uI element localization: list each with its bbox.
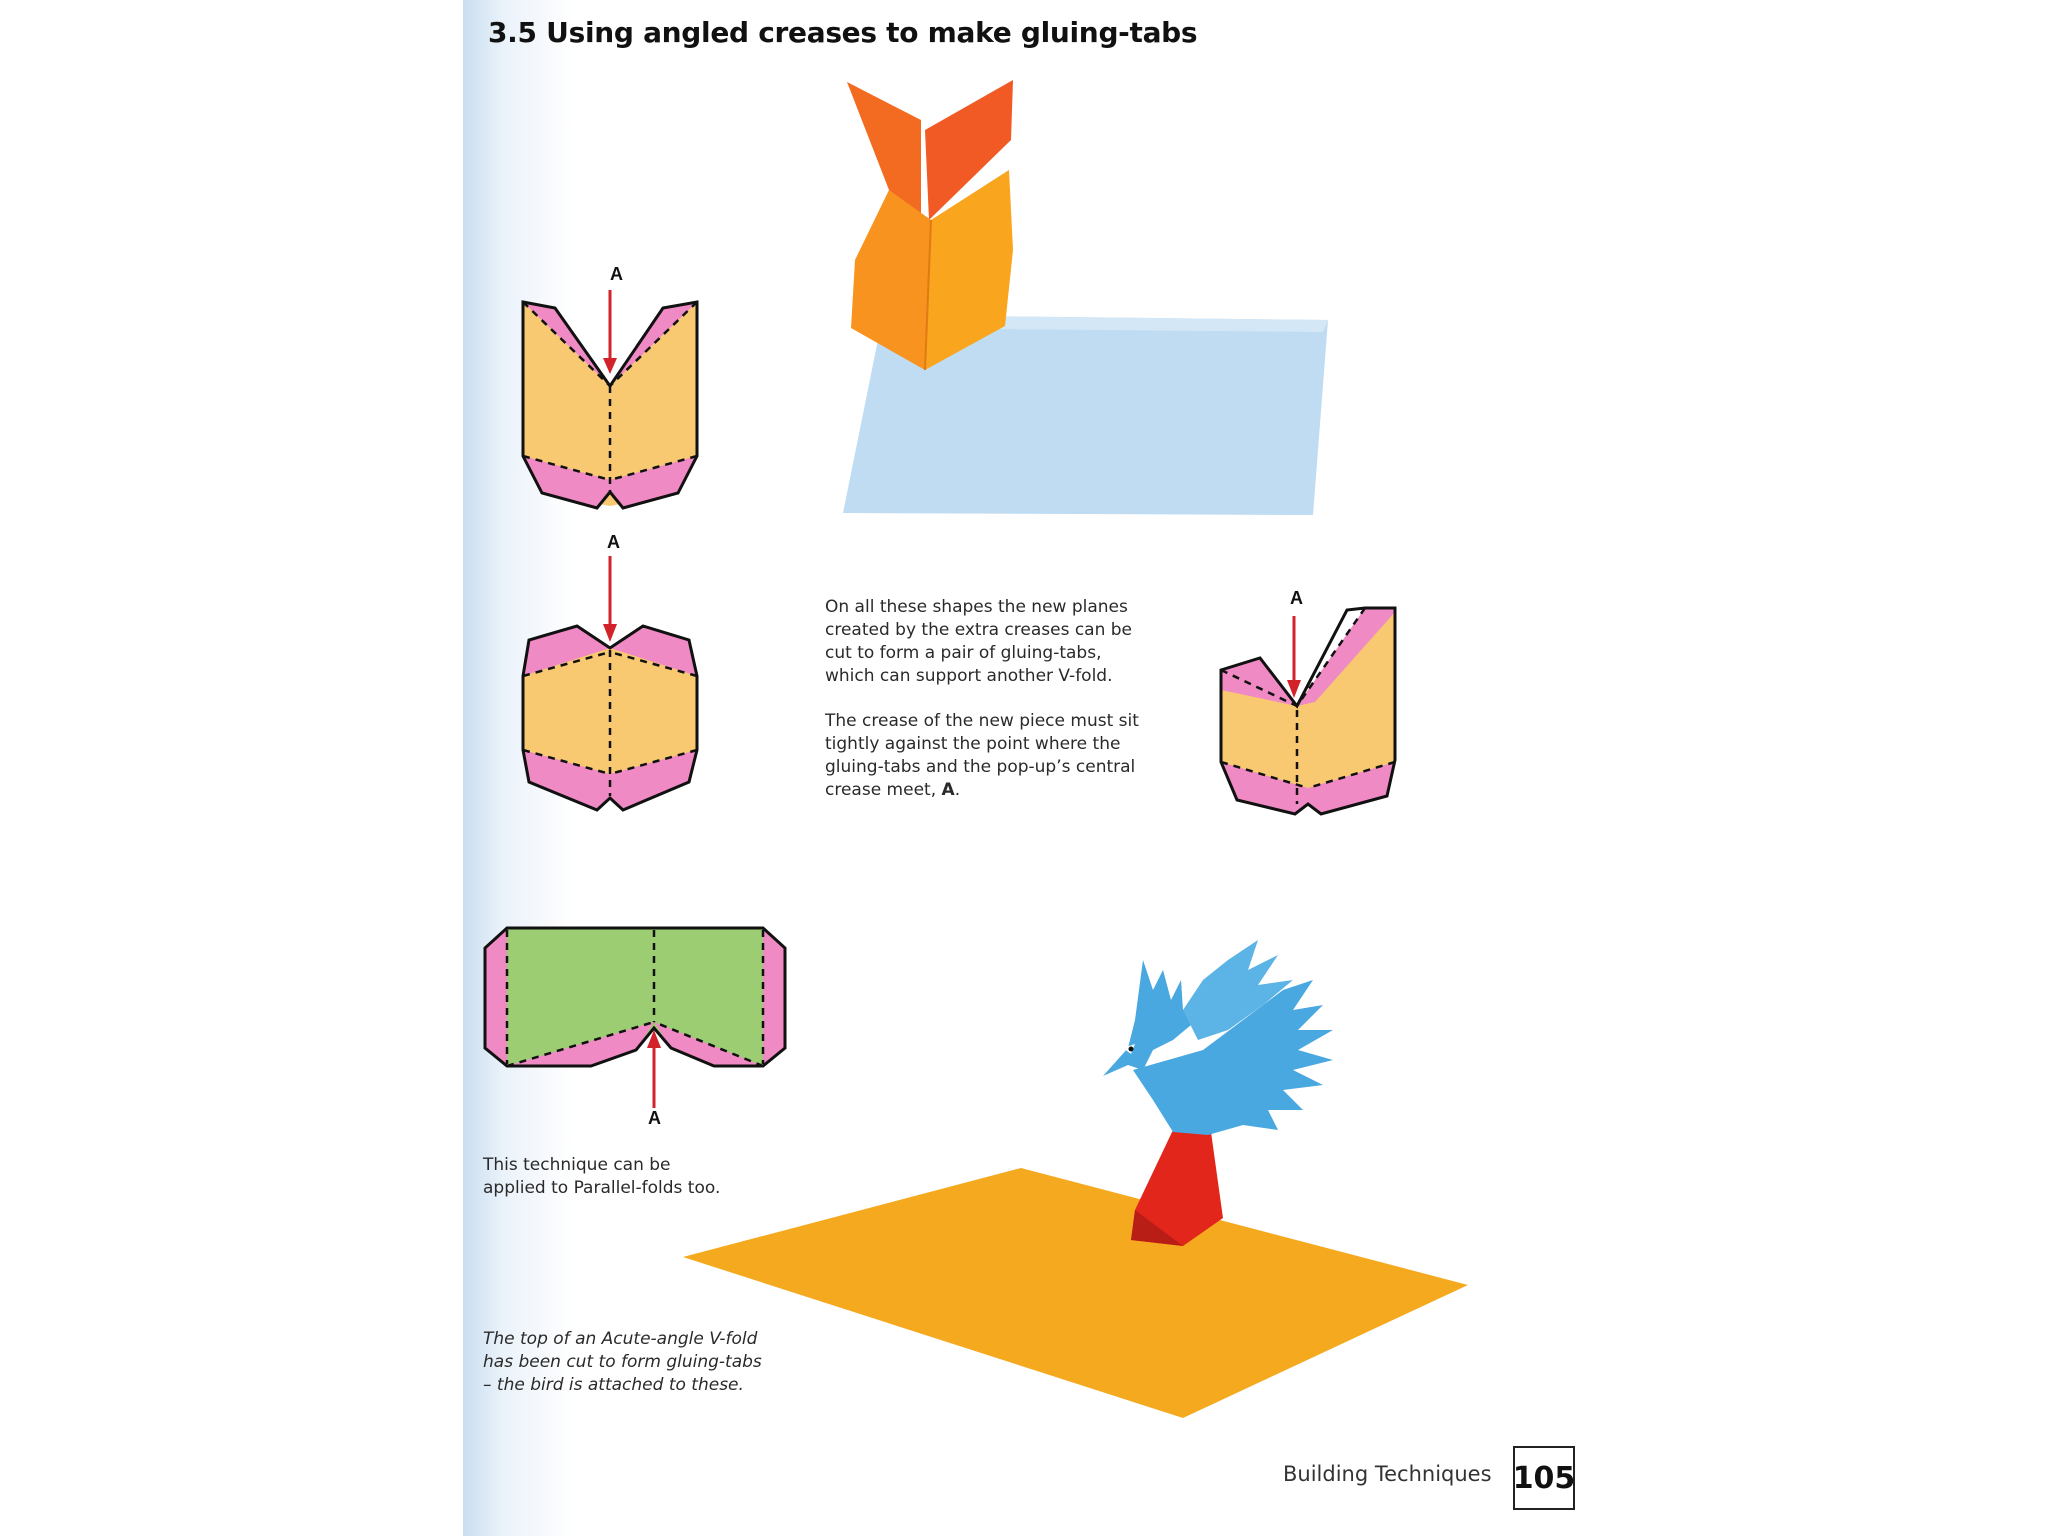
body-paragraph-2: The crease of the new piece must sit tig…: [825, 711, 1139, 800]
section-title: 3.5 Using angled creases to make gluing-…: [488, 16, 1198, 49]
diagram-parallel-fold-tabs: A: [483, 926, 787, 1126]
crease-label-a: A: [1290, 588, 1303, 608]
crease-label-a: A: [648, 1108, 661, 1126]
body-text: On all these shapes the new planes creat…: [825, 596, 1155, 824]
bird-photo-caption: The top of an Acute-angle V-fold has bee…: [483, 1329, 762, 1395]
photo-orange-v-fold-popup: [843, 80, 1328, 515]
photo-bird-popup: [683, 940, 1468, 1418]
page-number: 105: [1513, 1446, 1575, 1510]
parallel-fold-note: This technique can be applied to Paralle…: [483, 1155, 721, 1198]
diagram-v-fold-tabs-3: A: [1219, 588, 1397, 816]
crease-label-a: A: [610, 264, 623, 284]
diagram-v-fold-tabs-1: A: [521, 264, 699, 510]
book-page: 3.5 Using angled creases to make gluing-…: [463, 0, 1584, 1536]
body-paragraph-1: On all these shapes the new planes creat…: [825, 597, 1133, 686]
crease-label-a: A: [607, 532, 620, 552]
section-footer-label: Building Techniques: [1283, 1462, 1492, 1486]
diagram-v-fold-tabs-2: A: [521, 532, 699, 812]
